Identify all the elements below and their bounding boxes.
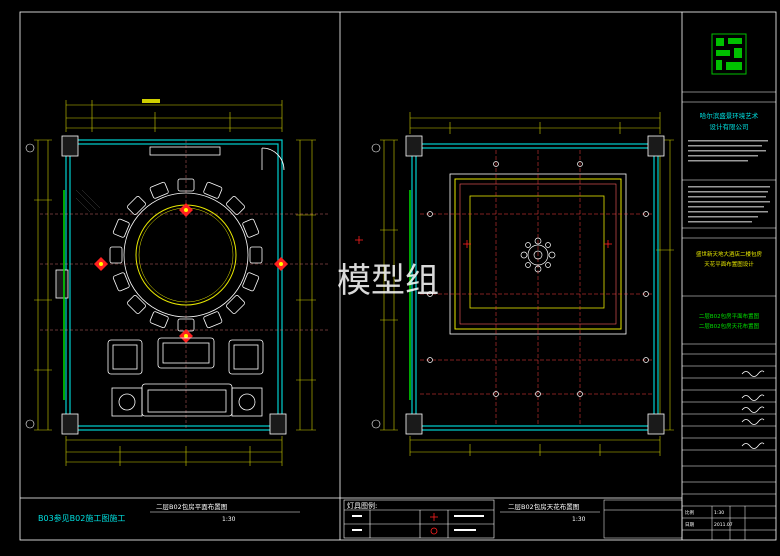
dining-chair	[177, 178, 195, 192]
dining-chair	[226, 295, 245, 314]
title-block-grid	[682, 91, 776, 540]
spotlight	[535, 391, 541, 397]
right-dimension-lines	[296, 139, 316, 431]
dining-chair	[112, 272, 130, 292]
project-name-line2: 天花平面布置图设计	[704, 260, 754, 268]
guide-lines	[40, 140, 330, 430]
dining-chair	[149, 181, 169, 199]
spotlight	[577, 161, 583, 167]
ceiling-bottom-dimensions	[409, 436, 661, 456]
ceiling-cross-marks	[355, 236, 612, 248]
dining-chair	[249, 246, 263, 264]
dimension-note	[142, 99, 160, 103]
light-marker	[179, 329, 193, 343]
bottom-dimension-lines	[65, 436, 283, 466]
legend-title: 灯具图例:	[347, 501, 377, 510]
legend-filler-marks	[352, 515, 484, 531]
left-dimension-lines	[34, 139, 52, 431]
dining-chair	[127, 196, 146, 215]
spotlight	[643, 211, 649, 217]
spotlight	[427, 291, 433, 297]
spotlight	[577, 391, 583, 397]
dining-chair	[112, 218, 130, 238]
title-block-notes	[688, 140, 770, 223]
project-name-line1: 盛世新天地大酒店二楼包房	[696, 250, 763, 258]
spotlight	[427, 357, 433, 363]
lighting-legend	[343, 499, 495, 539]
dining-chair	[242, 218, 260, 238]
dining-chair	[203, 311, 223, 329]
scale-value: 1:30	[714, 510, 724, 516]
title-block	[682, 33, 776, 540]
revision-box	[603, 499, 683, 539]
light-marker	[179, 203, 193, 217]
scale-label: 比例	[685, 509, 694, 516]
dining-chair	[149, 311, 169, 329]
dining-chair	[127, 295, 146, 314]
left-side-note: B03参见B02施工图施工	[38, 513, 125, 523]
entry-door	[261, 147, 285, 171]
dining-chair	[226, 196, 245, 215]
spotlight	[493, 391, 499, 397]
entry-hatch-area	[75, 189, 101, 213]
spotlight	[643, 291, 649, 297]
drawing-name-line1: 二层B02包房平面布置图	[699, 312, 760, 320]
spotlight	[427, 211, 433, 217]
left-plan-title: 二层B02包房平面布置图	[156, 502, 227, 511]
chandelier-icon	[520, 237, 556, 273]
sheet-frame	[19, 11, 777, 541]
spotlight	[643, 357, 649, 363]
right-ceiling-plan	[355, 112, 674, 456]
left-floor-plan	[25, 99, 330, 466]
company-logo	[711, 33, 747, 75]
ceiling-section-markers	[371, 143, 381, 429]
date-value: 2011.07	[714, 522, 733, 528]
ceiling-columns	[405, 135, 665, 435]
watermark: 模型组	[337, 261, 439, 301]
light-marker	[94, 257, 108, 271]
lounge-furniture	[107, 337, 264, 417]
signature-scribbles	[741, 370, 765, 449]
corner-columns	[55, 135, 287, 435]
drawing-name-line2: 二层B02包房天花布置图	[699, 322, 760, 330]
left-plan-scale: 1:30	[222, 516, 236, 523]
company-name-line2: 设计有限公司	[710, 122, 749, 131]
dining-chair	[203, 181, 223, 199]
dining-chair	[242, 272, 260, 292]
sideboard	[149, 146, 221, 156]
ceiling-left-dimensions	[380, 139, 398, 431]
right-plan-scale: 1:30	[572, 516, 586, 523]
floor-plan-lights	[94, 203, 288, 343]
company-name-line1: 哈尔滨盛景环境艺术	[700, 111, 759, 120]
room-walls	[65, 139, 283, 431]
ceiling-right-dimensions	[656, 139, 674, 431]
section-markers	[25, 143, 35, 429]
ceiling-room-walls	[411, 143, 659, 431]
top-dimension-lines	[65, 100, 283, 132]
legend-symbols	[430, 513, 438, 535]
light-marker	[274, 257, 288, 271]
date-label: 日期	[685, 522, 694, 528]
ceiling-spotlights	[427, 161, 649, 397]
dining-chair	[109, 246, 123, 264]
spotlight	[493, 161, 499, 167]
ceiling-grid	[420, 150, 654, 426]
bottom-title-strip	[150, 499, 683, 539]
ceiling-top-dimensions	[409, 112, 661, 134]
right-plan-title: 二层B02包房天花布置图	[508, 502, 579, 511]
